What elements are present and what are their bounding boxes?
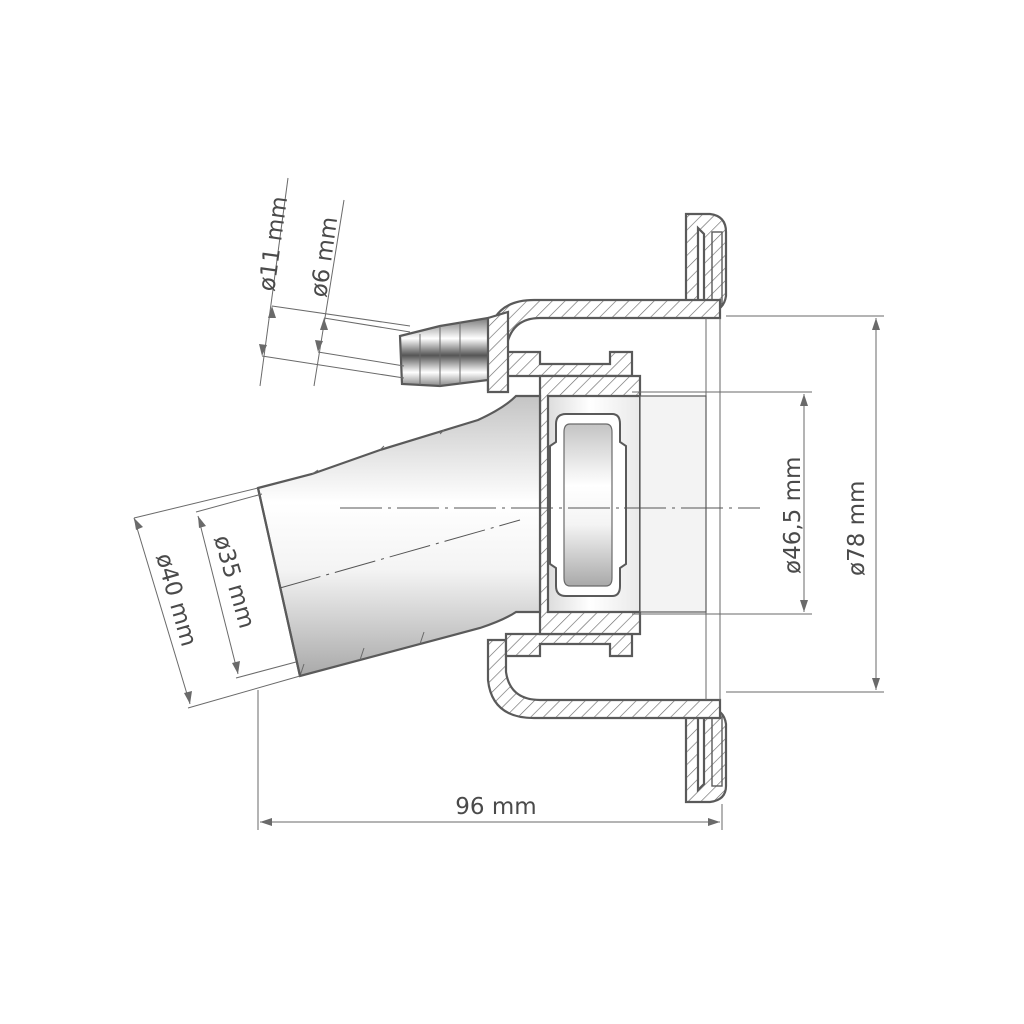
dimension-thread: ø46,5 mm xyxy=(632,391,812,615)
dimension-label-outlet-inner: ø35 mm xyxy=(208,532,259,631)
dimension-length: 96 mm xyxy=(257,690,723,830)
dimension-hose: ø11 mm ø6 mm xyxy=(254,177,411,387)
hose-nipple xyxy=(398,310,510,394)
center-lines xyxy=(279,507,760,589)
dimension-label-outlet-outer: ø40 mm xyxy=(150,550,201,649)
dimension-label-hose-outer: ø11 mm xyxy=(254,195,293,293)
angled-outlet-tube xyxy=(256,394,542,678)
dimension-flange: ø78 mm xyxy=(726,315,884,693)
dimension-label-hose-inner: ø6 mm xyxy=(306,215,343,299)
dimension-label-length: 96 mm xyxy=(455,794,536,820)
housing-body xyxy=(486,212,728,804)
dimension-label-thread: ø46,5 mm xyxy=(780,457,806,574)
internal-nut xyxy=(538,374,707,636)
dimension-label-flange: ø78 mm xyxy=(844,481,870,576)
